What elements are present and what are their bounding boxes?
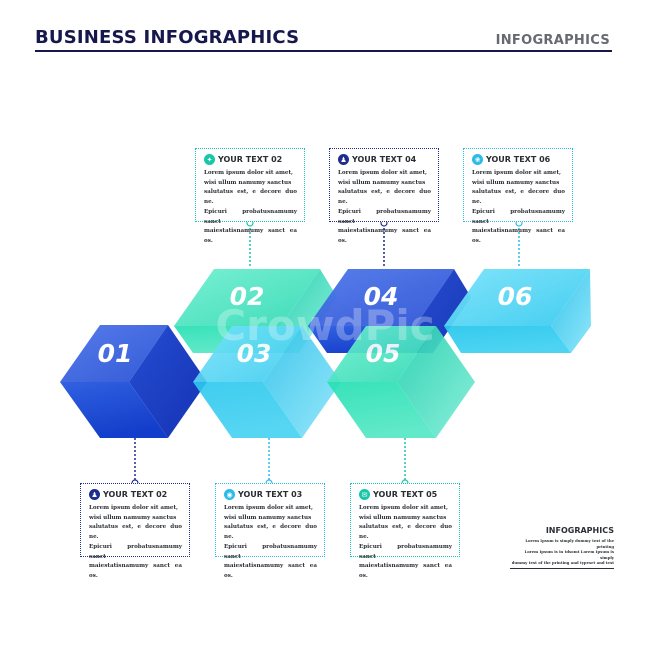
cube-02: 02 (174, 269, 337, 353)
textbox-05: ✉ YOUR TEXT 05 Lorem ipsum dolor sit ame… (350, 483, 460, 579)
textbox-body: Lorem ipsum dolor sit amet, wisi ullum n… (472, 170, 565, 244)
textbox-title: YOUR TEXT 05 (373, 490, 438, 499)
page-subtitle: INFOGRAPHICS (495, 33, 610, 48)
sparkle-icon: ✦ (204, 154, 215, 165)
corner-text: Lorem Ipsum is simply dummy text of the … (511, 538, 614, 565)
cube-label-06: 06 (498, 282, 533, 311)
person-icon: ♟ (338, 154, 349, 165)
chat-icon: ✉ (359, 489, 370, 500)
corner-rule (510, 567, 614, 569)
globe-icon: ◉ (224, 489, 235, 500)
cube-03: 03 (193, 326, 341, 438)
watermark: CrowdPic (215, 301, 434, 350)
textbox-body: Lorem ipsum dolor sit amet, wisi ullum n… (89, 505, 182, 579)
leaf-icon: ❀ (472, 154, 483, 165)
textbox-01: ♟ YOUR TEXT 02 Lorem ipsum dolor sit ame… (80, 483, 190, 579)
cube-06: 06 (444, 269, 591, 353)
connector-05 (401, 438, 409, 487)
textbox-title: YOUR TEXT 06 (486, 155, 551, 164)
cube-label-05: 05 (366, 339, 401, 368)
textbox-02: ✦ YOUR TEXT 02 Lorem ipsum dolor sit ame… (195, 148, 305, 244)
cube-label-04: 04 (364, 282, 399, 311)
cube-05: 05 (327, 326, 475, 438)
textbox-title: YOUR TEXT 03 (238, 490, 303, 499)
cube-01: 01 (60, 325, 207, 438)
corner-title: INFOGRAPHICS (545, 526, 614, 535)
textbox-body: Lorem ipsum dolor sit amet, wisi ullum n… (338, 170, 431, 244)
page-title: BUSINESS INFOGRAPHICS (35, 27, 300, 48)
textbox-04: ♟ YOUR TEXT 04 Lorem ipsum dolor sit ame… (329, 148, 439, 244)
textbox-body: Lorem ipsum dolor sit amet, wisi ullum n… (204, 170, 297, 244)
header-rule (35, 50, 612, 52)
textbox-06: ❀ YOUR TEXT 06 Lorem ipsum dolor sit ame… (463, 148, 573, 244)
person-icon: ♟ (89, 489, 100, 500)
connector-03 (265, 438, 273, 487)
cube-label-01: 01 (98, 339, 133, 368)
connector-01 (131, 438, 139, 487)
cube-label-02: 02 (230, 282, 265, 311)
textbox-title: YOUR TEXT 04 (352, 155, 417, 164)
textbox-title: YOUR TEXT 02 (103, 490, 168, 499)
textbox-title: YOUR TEXT 02 (218, 155, 283, 164)
corner-caption: INFOGRAPHICS Lorem Ipsum is simply dummy… (510, 526, 614, 569)
textbox-body: Lorem ipsum dolor sit amet, wisi ullum n… (359, 505, 452, 579)
textbox-03: ◉ YOUR TEXT 03 Lorem ipsum dolor sit ame… (215, 483, 325, 579)
textbox-body: Lorem ipsum dolor sit amet, wisi ullum n… (224, 505, 317, 579)
cube-label-03: 03 (237, 339, 272, 368)
